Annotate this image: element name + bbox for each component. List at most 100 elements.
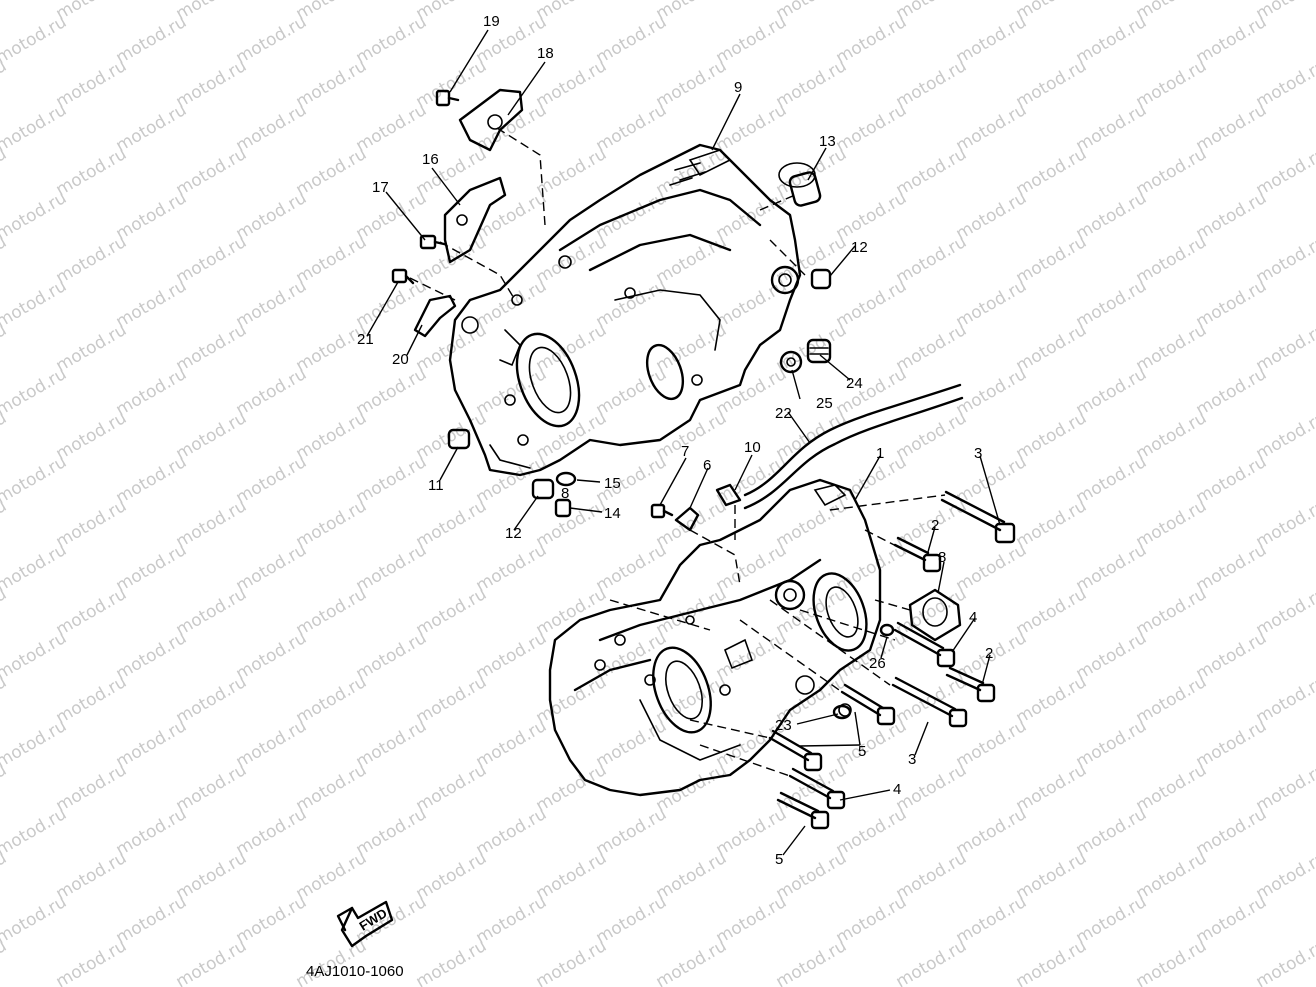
watermark-text: motod.ru xyxy=(653,56,731,112)
watermark-text: motod.ru xyxy=(593,540,671,596)
dowel-23 xyxy=(832,704,852,720)
washer-15 xyxy=(555,471,577,487)
watermark-text: motod.ru xyxy=(113,628,191,684)
watermark-text: motod.ru xyxy=(1013,672,1091,728)
watermark-text: motod.ru xyxy=(473,716,551,772)
watermark-text: motod.ru xyxy=(833,892,911,948)
hose-22 xyxy=(743,383,964,510)
label-5-lower: 5 xyxy=(775,851,783,868)
bolt-2-lower xyxy=(945,666,996,703)
label-14: 14 xyxy=(604,505,621,522)
watermark-text: motod.ru xyxy=(233,892,311,948)
label-24: 24 xyxy=(846,375,863,392)
watermark-text: motod.ru xyxy=(533,848,611,904)
watermark-text: motod.ru xyxy=(173,848,251,904)
watermark-text: motod.ru xyxy=(1253,936,1316,987)
watermark-text: motod.ru xyxy=(1193,100,1271,156)
watermark-text: motod.ru xyxy=(953,12,1031,68)
watermark-text: motod.ru xyxy=(233,100,311,156)
watermark-text: motod.ru xyxy=(113,804,191,860)
watermark-text: motod.ru xyxy=(1193,892,1271,948)
watermark-text: motod.ru xyxy=(473,892,551,948)
watermark-text: motod.ru xyxy=(833,188,911,244)
watermark-text: motod.ru xyxy=(953,892,1031,948)
watermark-text: motod.ru xyxy=(893,144,971,200)
label-12-upper: 12 xyxy=(851,239,868,256)
watermark-text: motod.ru xyxy=(233,804,311,860)
watermark-text: motod.ru xyxy=(113,100,191,156)
watermark-text: motod.ru xyxy=(293,760,371,816)
watermark-text: motod.ru xyxy=(1013,56,1091,112)
watermark-text: motod.ru xyxy=(833,716,911,772)
watermark-text: motod.ru xyxy=(53,936,131,987)
watermark-text: motod.ru xyxy=(653,848,731,904)
watermark-text: motod.ru xyxy=(1133,496,1211,552)
watermark-text: motod.ru xyxy=(53,408,131,464)
watermark-text: motod.ru xyxy=(1193,188,1271,244)
label-17: 17 xyxy=(372,179,389,196)
watermark-text: motod.ru xyxy=(0,452,70,508)
bolt-2-upper xyxy=(893,536,942,573)
watermark-text: motod.ru xyxy=(1193,12,1271,68)
crankcase-left-half xyxy=(448,143,802,477)
watermark-text: motod.ru xyxy=(833,100,911,156)
watermark-text: motod.ru xyxy=(833,540,911,596)
bolt-4-lower xyxy=(788,767,846,810)
watermark-text: motod.ru xyxy=(413,848,491,904)
watermark-text: motod.ru xyxy=(773,848,851,904)
watermark-text: motod.ru xyxy=(953,364,1031,420)
watermark-text: motod.ru xyxy=(773,936,851,987)
watermark-text: motod.ru xyxy=(893,320,971,376)
label-19: 19 xyxy=(483,13,500,30)
watermark-text: motod.ru xyxy=(0,100,70,156)
watermark-text: motod.ru xyxy=(53,232,131,288)
watermark-text: motod.ru xyxy=(1133,936,1211,987)
label-16: 16 xyxy=(422,151,439,168)
watermark-text: motod.ru xyxy=(0,364,70,420)
watermark-text: motod.ru xyxy=(833,452,911,508)
watermark-text: motod.ru xyxy=(113,892,191,948)
part-labels: 19 18 9 13 16 17 12 21 20 24 25 22 10 7 … xyxy=(357,13,993,868)
watermark-text: motod.ru xyxy=(173,320,251,376)
watermark-text: motod.ru xyxy=(713,892,791,948)
watermark-text: motod.ru xyxy=(1193,716,1271,772)
bolt-4-upper xyxy=(893,621,956,668)
watermark-text: motod.ru xyxy=(113,276,191,332)
watermark-text: motod.ru xyxy=(353,188,431,244)
label-25: 25 xyxy=(816,395,833,412)
label-18: 18 xyxy=(537,45,554,62)
watermark-text: motod.ru xyxy=(1013,936,1091,987)
label-8-small: 8 xyxy=(561,485,569,502)
watermark-text: motod.ru xyxy=(893,760,971,816)
watermark-text: motod.ru xyxy=(353,452,431,508)
screw-7 xyxy=(650,503,674,519)
watermark-text: motod.ru xyxy=(1013,320,1091,376)
watermark-text: motod.ru xyxy=(473,364,551,420)
watermark-text: motod.ru xyxy=(293,232,371,288)
label-4-upper: 4 xyxy=(969,609,977,626)
watermark-text: motod.ru xyxy=(953,540,1031,596)
watermark-text: motod.ru xyxy=(293,848,371,904)
watermark-text: motod.ru xyxy=(293,496,371,552)
label-6: 6 xyxy=(703,457,711,474)
watermark-text: motod.ru xyxy=(0,0,10,24)
watermark-text: motod.ru xyxy=(833,804,911,860)
watermark-text: motod.ru xyxy=(1073,100,1151,156)
watermark-text: motod.ru xyxy=(413,496,491,552)
watermark-text: motod.ru xyxy=(1073,452,1151,508)
bolt-3-upper xyxy=(940,490,1016,544)
watermark-text: motod.ru xyxy=(473,276,551,332)
watermark-text: motod.ru xyxy=(0,628,70,684)
watermark-text: motod.ru xyxy=(893,848,971,904)
watermark-text: motod.ru xyxy=(533,408,611,464)
watermark-text: motod.ru xyxy=(893,936,971,987)
watermark-text: motod.ru xyxy=(53,56,131,112)
watermark-text: motod.ru xyxy=(713,276,791,332)
watermark-text: motod.ru xyxy=(593,276,671,332)
watermark-text: motod.ru xyxy=(0,188,70,244)
watermark-text: motod.ru xyxy=(173,56,251,112)
label-9: 9 xyxy=(734,79,742,96)
watermark-text: motod.ru xyxy=(173,496,251,552)
watermark-text: motod.ru xyxy=(353,716,431,772)
watermark-text: motod.ru xyxy=(833,276,911,332)
